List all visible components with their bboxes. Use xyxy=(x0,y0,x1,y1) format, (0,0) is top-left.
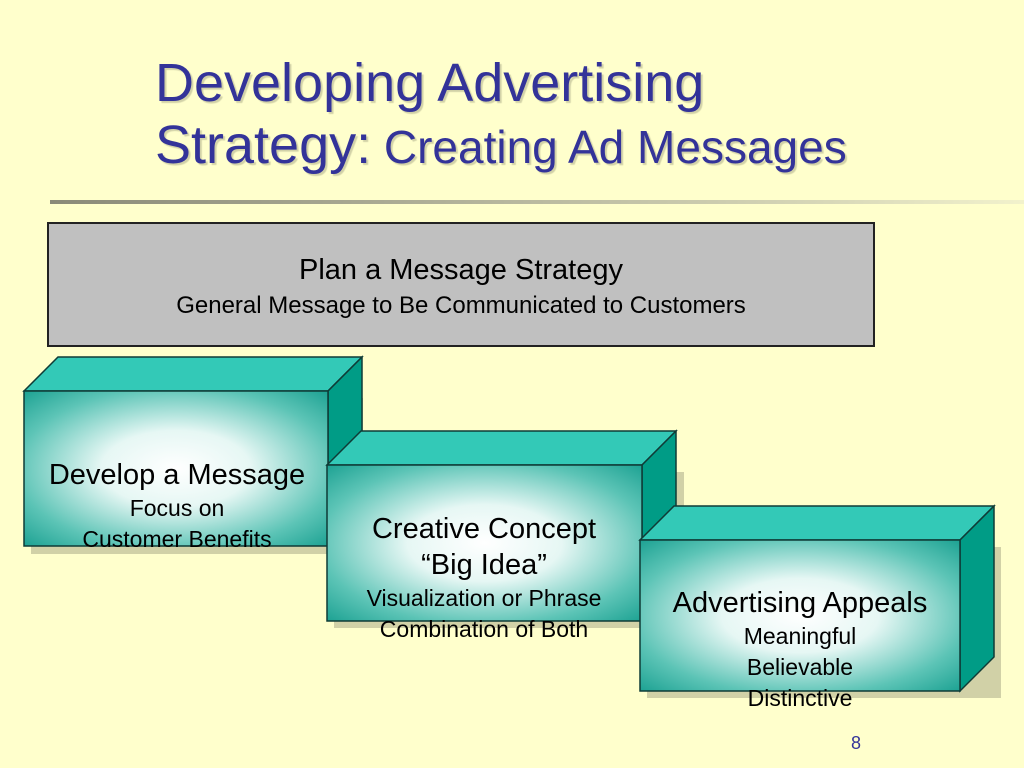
box-line: “Big Idea” xyxy=(421,549,547,581)
advertising-appeals-text: Advertising Appeals Meaningful Believabl… xyxy=(640,585,960,714)
box-line: Distinctive xyxy=(747,685,853,711)
box-line: Combination of Both xyxy=(379,616,589,642)
title-subtitle: Creating Ad Messages xyxy=(371,121,847,173)
advertising-appeals-box xyxy=(638,504,1001,698)
plan-subheading: General Message to Be Communicated to Cu… xyxy=(176,292,746,319)
page-number: 8 xyxy=(851,733,862,753)
title-line-2: Strategy: Creating Ad Messages xyxy=(155,114,1015,178)
box-line: Focus on xyxy=(129,495,225,521)
box-line: Customer Benefits xyxy=(82,526,272,552)
creative-concept-text: Creative Concept “Big Idea” Visualizatio… xyxy=(328,511,640,645)
box-line: Believable xyxy=(746,654,854,680)
box-line: Visualization or Phrase xyxy=(366,585,602,611)
develop-message-box xyxy=(22,355,364,554)
plan-heading: Plan a Message Strategy xyxy=(298,254,623,286)
plan-message-strategy-box: Plan a Message Strategy General Message … xyxy=(47,222,875,347)
develop-message-text: Develop a Message Focus on Customer Bene… xyxy=(24,457,330,555)
title-line-1: Developing Advertising xyxy=(155,53,705,113)
title-divider xyxy=(50,200,1024,204)
box-heading: Develop a Message xyxy=(48,459,306,491)
box-heading: Advertising Appeals xyxy=(672,587,928,619)
box-line: Meaningful xyxy=(743,623,857,649)
box-heading: Creative Concept xyxy=(371,513,597,545)
title-main: Strategy: xyxy=(155,115,372,175)
creative-concept-box xyxy=(325,429,684,628)
slide-title: Developing Advertising Strategy: Creatin… xyxy=(155,52,1015,178)
